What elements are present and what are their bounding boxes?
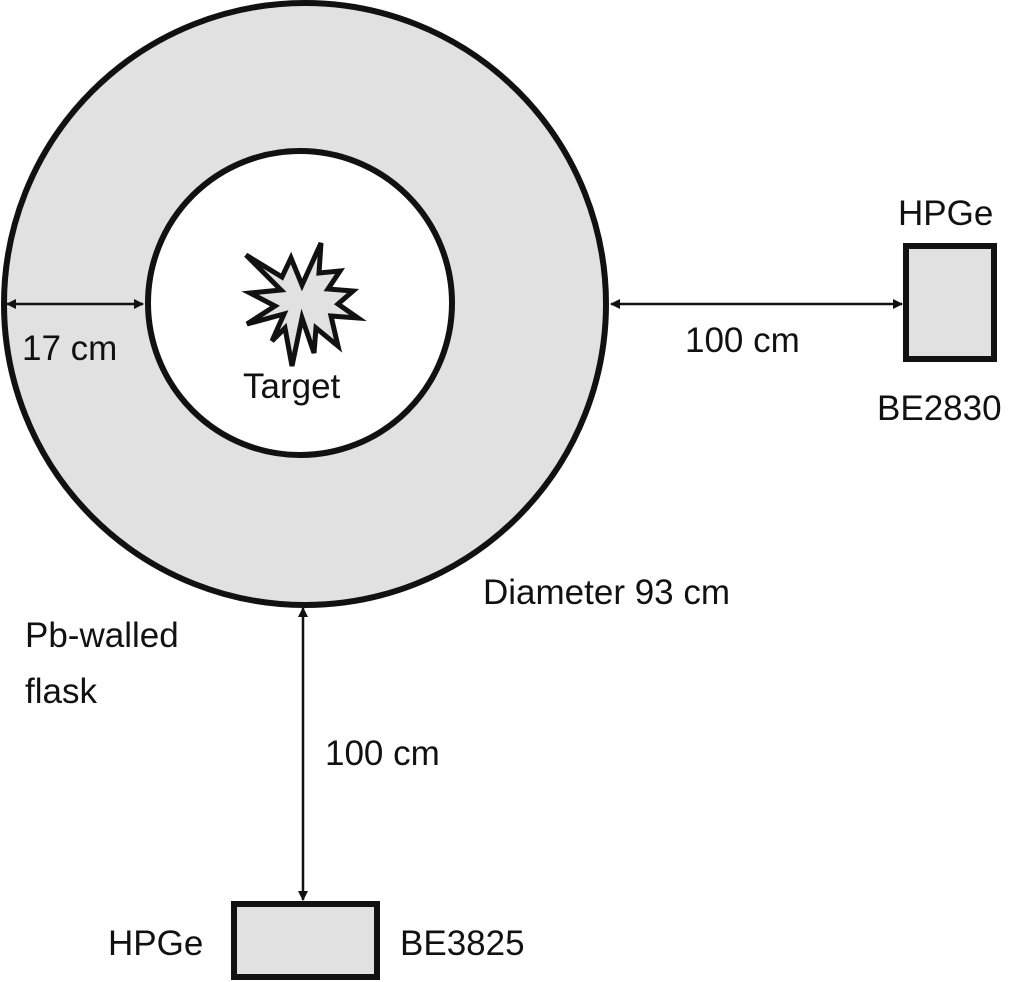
diameter-label: Diameter 93 cm	[483, 573, 731, 612]
flask-label-line1: Pb-walled	[25, 616, 179, 655]
right-distance-label: 100 cm	[685, 321, 800, 360]
bottom-detector-type: HPGe	[108, 924, 204, 963]
right-hpge-detector	[903, 243, 997, 362]
bottom-distance-label: 100 cm	[325, 734, 440, 773]
target-burst-icon	[241, 241, 367, 367]
bottom-hpge-detector	[231, 901, 380, 980]
right-detector-type: HPGe	[898, 194, 994, 233]
target-label: Target	[243, 367, 341, 406]
flask-label-line2: flask	[25, 672, 97, 711]
bottom-detector-id: BE3825	[400, 924, 525, 963]
right-detector-id: BE2830	[877, 389, 1002, 428]
wall-thickness-label: 17 cm	[22, 329, 118, 368]
